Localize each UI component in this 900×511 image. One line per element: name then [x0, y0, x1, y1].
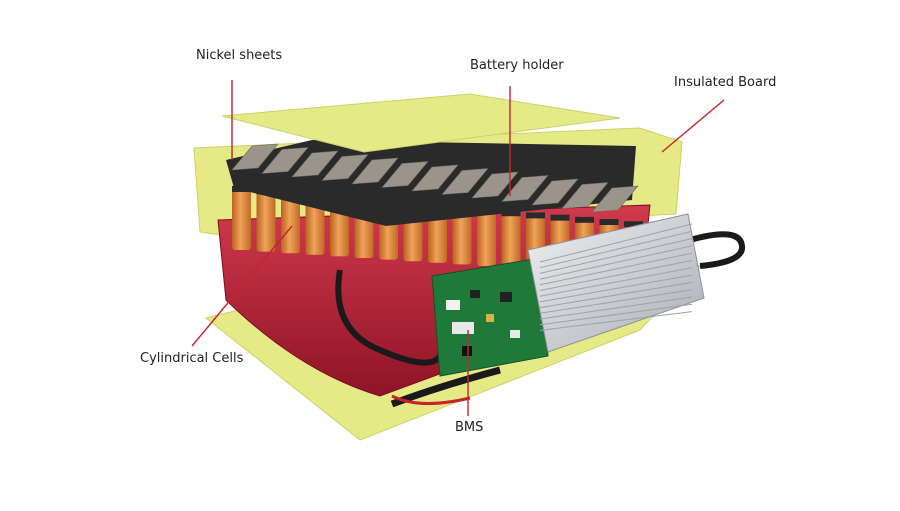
fin	[539, 267, 693, 297]
label-nickel-sheets: Nickel sheets	[196, 48, 283, 63]
nickel-strip	[291, 150, 339, 178]
nickel-strip	[411, 164, 459, 192]
fin	[539, 274, 693, 303]
nickel-strip	[351, 157, 399, 185]
cell	[256, 188, 276, 252]
leader-insulated-board	[661, 99, 725, 153]
label-insulated-board: Insulated Board	[674, 75, 777, 90]
nickel-strip	[441, 168, 489, 195]
pcb-component	[452, 322, 474, 334]
cell	[281, 190, 300, 254]
cell	[452, 205, 472, 265]
cable-right	[689, 231, 745, 269]
fin	[539, 296, 693, 320]
nickel-strip	[381, 161, 429, 188]
fin	[539, 238, 693, 274]
fin	[539, 281, 693, 309]
nickel-strip	[321, 154, 369, 181]
insulated-board-top	[221, 93, 621, 153]
pcb-component	[510, 330, 520, 338]
pcb-component	[486, 314, 494, 322]
nickel-strip	[471, 171, 519, 199]
nickel-strip	[591, 185, 639, 213]
leader-cylindrical-cells	[191, 225, 293, 347]
fin	[539, 260, 693, 291]
bms-heatsink	[527, 213, 705, 353]
cell-holder-cap	[599, 219, 619, 225]
nickel-sheets	[231, 143, 639, 213]
pcb-component	[446, 300, 460, 310]
cell-holder-cap	[550, 214, 570, 221]
pcb-component	[462, 346, 472, 356]
cell-holder-cap	[526, 212, 545, 219]
label-cylindrical-cells: Cylindrical Cells	[140, 351, 244, 366]
cell	[477, 208, 496, 266]
cable-left	[335, 269, 443, 366]
nickel-strip	[561, 182, 609, 209]
nickel-strip	[231, 143, 279, 171]
cell	[501, 210, 521, 268]
cell-holder-cap	[624, 221, 643, 228]
cell	[232, 186, 251, 250]
bms-components	[446, 290, 520, 356]
cell-holder-cap	[575, 216, 594, 223]
pcb-component	[500, 292, 512, 302]
fin	[539, 245, 693, 280]
fin	[539, 230, 693, 269]
cell-holder-cap	[501, 210, 521, 217]
nickel-strip	[531, 178, 579, 206]
label-bms: BMS	[455, 420, 484, 435]
nickel-strip	[501, 175, 549, 202]
nickel-strip	[261, 147, 309, 174]
pcb-component	[470, 290, 480, 298]
heatsink-fins	[539, 223, 693, 331]
fin	[539, 311, 693, 331]
fin	[539, 252, 693, 286]
fin	[539, 303, 693, 326]
fin	[539, 289, 693, 314]
wire-red	[391, 394, 471, 405]
fin	[539, 223, 693, 263]
label-battery-holder: Battery holder	[470, 58, 564, 73]
